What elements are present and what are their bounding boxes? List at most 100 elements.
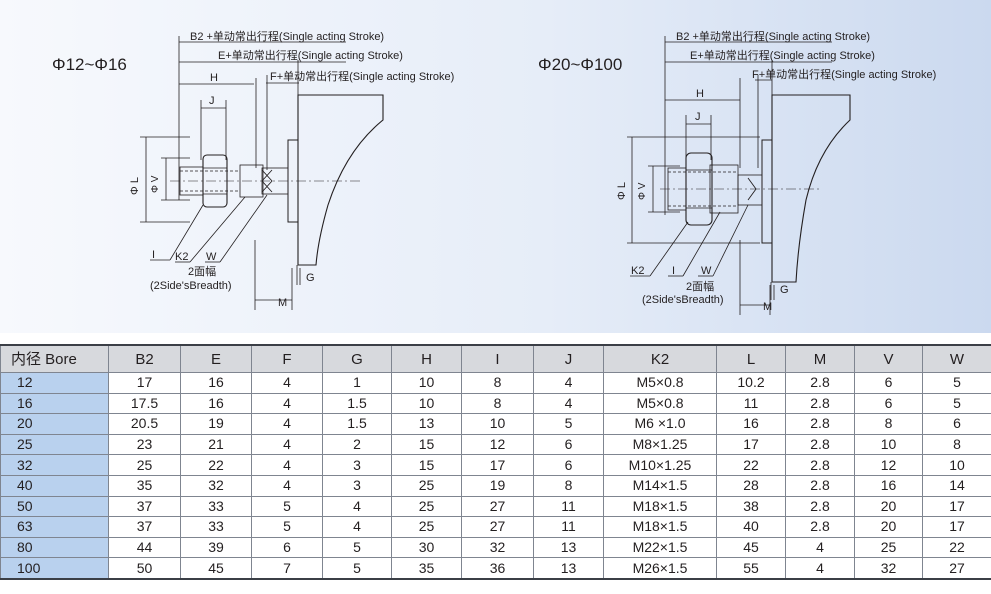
table-cell: 13 (533, 536, 604, 559)
label-g-right: G (780, 284, 789, 296)
table-cell: 15 (391, 433, 462, 456)
label-breadth-cn-right: 2面幅 (686, 280, 714, 293)
column-header: F (251, 344, 323, 373)
table-cell: 35 (108, 474, 181, 497)
column-header: B2 (108, 344, 181, 373)
table-cell: 6 (854, 392, 923, 415)
label-i-left: I (152, 249, 155, 261)
label-f-right: F+单动常出行程(Single acting Stroke) (752, 67, 936, 81)
table-cell: 25 (391, 474, 462, 497)
table-cell: 2.8 (785, 474, 855, 497)
dimension-drawings: Φ12~Φ16 B2 +单动常出 (52, 29, 936, 315)
table-cell: 25 (108, 454, 181, 476)
table-cell: 10 (922, 454, 991, 476)
table-cell: 27 (922, 557, 991, 580)
column-header: 内径 Bore (0, 344, 109, 373)
table-cell: 5 (322, 557, 392, 580)
table-cell: 1 (322, 372, 392, 394)
bore-cell: 16 (0, 392, 109, 415)
column-header: L (716, 344, 786, 373)
label-g-left: G (306, 272, 315, 284)
table-cell: 33 (180, 516, 252, 538)
table-cell: 36 (461, 557, 534, 580)
table-cell: 39 (180, 536, 252, 559)
table-cell: 12 (461, 433, 534, 456)
table-cell: M22×1.5 (603, 536, 717, 559)
bore-cell: 63 (0, 516, 109, 538)
table-cell: 4 (251, 413, 323, 435)
table-header-row: 内径 Bore B2 E F G H I J K2 L M V W (0, 344, 991, 373)
table-cell: 4 (533, 392, 604, 415)
table-cell: 37 (108, 495, 181, 518)
column-header: E (180, 344, 252, 373)
label-i-right: I (672, 265, 675, 277)
label-j-left: J (209, 95, 215, 107)
table-cell: 8 (461, 372, 534, 394)
table-cell: M18×1.5 (603, 495, 717, 518)
label-breadth-en-left: (2Side'sBreadth) (150, 280, 232, 292)
table-cell: 17 (461, 454, 534, 476)
label-b2-left: B2 +单动常出行程(Single acting Stroke) (190, 29, 384, 43)
table-cell: 21 (180, 433, 252, 456)
table-cell: 25 (391, 516, 462, 538)
table-cell: 37 (108, 516, 181, 538)
label-e-left: E+单动常出行程(Single acting Stroke) (218, 48, 403, 62)
table-cell: 10 (461, 413, 534, 435)
column-header: H (391, 344, 462, 373)
drawing-right: Φ20~Φ100 B2 +单动常出行程(Single (538, 29, 936, 315)
table-cell: 11 (716, 392, 786, 415)
table-cell: 45 (180, 557, 252, 580)
table-cell: 5 (922, 392, 991, 415)
table-cell: 14 (922, 474, 991, 497)
table-cell: 4 (322, 495, 392, 518)
table-cell: 6 (251, 536, 323, 559)
table-cell: 40 (716, 516, 786, 538)
table-cell: 32 (180, 474, 252, 497)
table-cell: 2.8 (785, 454, 855, 476)
table-cell: 50 (108, 557, 181, 580)
table-cell: 2.8 (785, 433, 855, 456)
table-cell: 5 (251, 516, 323, 538)
label-w-right: W (701, 265, 712, 277)
column-header: V (854, 344, 923, 373)
table-cell: 4 (251, 454, 323, 476)
table-cell: 25 (854, 536, 923, 559)
table-cell: M8×1.25 (603, 433, 717, 456)
label-w-left: W (206, 251, 217, 263)
table-cell: 19 (180, 413, 252, 435)
table-cell: 16 (854, 474, 923, 497)
label-b2-right: B2 +单动常出行程(Single acting Stroke) (676, 29, 870, 43)
drawing-left: Φ12~Φ16 B2 +单动常出 (52, 29, 454, 310)
table-cell: 19 (461, 474, 534, 497)
table-cell: 28 (716, 474, 786, 497)
label-k2-left: K2 (175, 251, 188, 263)
table-cell: 3 (322, 454, 392, 476)
label-breadth-en-right: (2Side'sBreadth) (642, 294, 724, 306)
table-cell: 20 (854, 495, 923, 518)
drawing-right-title: Φ20~Φ100 (538, 55, 622, 74)
table-cell: M26×1.5 (603, 557, 717, 580)
table-cell: 6 (922, 413, 991, 435)
table-cell: 4 (251, 433, 323, 456)
table-cell: 2.8 (785, 372, 855, 394)
table-cell: 15 (391, 454, 462, 476)
column-header: M (785, 344, 855, 373)
table-cell: 5 (922, 372, 991, 394)
table-cell: 23 (108, 433, 181, 456)
table-cell: M10×1.25 (603, 454, 717, 476)
bore-cell: 80 (0, 536, 109, 559)
label-phi-v-right: Φ V (637, 182, 648, 200)
column-header: W (922, 344, 991, 373)
table-cell: 4 (785, 557, 855, 580)
table-cell: 13 (533, 557, 604, 580)
table-cell: 22 (922, 536, 991, 559)
table-cell: M14×1.5 (603, 474, 717, 497)
